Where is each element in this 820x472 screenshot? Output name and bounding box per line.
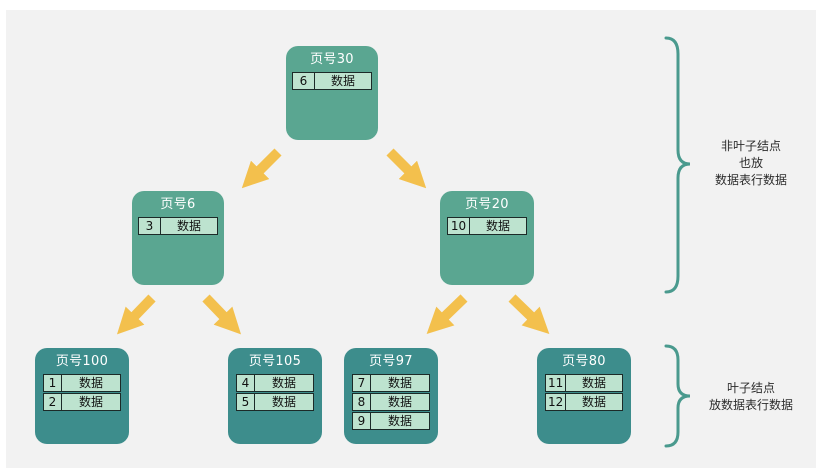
record-value: 数据 (271, 376, 296, 390)
node-title: 页号20 (465, 197, 509, 212)
nonleaf-label: 非叶子结点 也放 数据表行数据 (696, 138, 806, 189)
record-value: 数据 (387, 414, 412, 428)
arrow-mid-right-to-leaf-97 (426, 294, 468, 335)
leaf-bracket (664, 344, 691, 448)
record-key: 3 (139, 218, 161, 234)
leaf-label-line: 放数据表行数据 (708, 398, 793, 412)
record-value: 数据 (387, 376, 412, 390)
node-page-105: 页号105 4 数据 5 数据 (228, 348, 322, 444)
node-title: 页号105 (248, 354, 302, 369)
node-page-30: 页号30 6 数据 (286, 46, 378, 140)
record-row: 7 数据 (352, 374, 430, 392)
record-row: 1 数据 (43, 374, 121, 392)
record-key: 11 (546, 375, 566, 391)
record-row: 4 数据 (236, 374, 314, 392)
node-title: 页号30 (310, 52, 354, 67)
record-row: 5 数据 (236, 393, 314, 411)
record-value: 数据 (78, 395, 103, 409)
node-title: 页号6 (160, 197, 196, 212)
node-page-6: 页号6 3 数据 (132, 191, 224, 285)
arrow-mid-left-to-leaf-100 (116, 294, 156, 335)
record-key: 6 (293, 73, 315, 89)
arrow-root-to-mid-left (241, 148, 282, 189)
record-key: 1 (44, 375, 62, 391)
record-value: 数据 (485, 219, 510, 233)
record-key: 9 (353, 413, 371, 429)
node-title: 页号100 (55, 354, 109, 369)
record-value: 数据 (581, 376, 606, 390)
arrow-mid-left-to-leaf-105 (202, 294, 242, 335)
record-key: 4 (237, 375, 255, 391)
record-value: 数据 (581, 395, 606, 409)
record-row: 3 数据 (138, 217, 218, 235)
node-page-20: 页号20 10 数据 (440, 191, 534, 285)
record-key: 7 (353, 375, 371, 391)
leaf-label-line: 叶子结点 (726, 381, 775, 395)
node-title: 页号97 (369, 354, 413, 369)
record-key: 5 (237, 394, 255, 410)
record-row: 9 数据 (352, 412, 430, 430)
record-row: 6 数据 (292, 72, 372, 90)
nonleaf-label-line: 也放 (738, 156, 763, 170)
leaf-label: 叶子结点 放数据表行数据 (696, 380, 806, 414)
record-key: 8 (353, 394, 371, 410)
record-value: 数据 (78, 376, 103, 390)
record-value: 数据 (330, 74, 355, 88)
record-key: 2 (44, 394, 62, 410)
record-row: 8 数据 (352, 393, 430, 411)
nonleaf-label-line: 数据表行数据 (714, 173, 787, 187)
node-page-80: 页号80 11 数据 12 数据 (537, 348, 631, 444)
nonleaf-label-line: 非叶子结点 (720, 139, 781, 153)
record-row: 10 数据 (447, 217, 527, 235)
record-value: 数据 (387, 395, 412, 409)
node-page-100: 页号100 1 数据 2 数据 (35, 348, 129, 444)
record-key: 12 (546, 394, 566, 410)
record-value: 数据 (271, 395, 296, 409)
nonleaf-bracket (664, 36, 691, 294)
node-page-97: 页号97 7 数据 8 数据 9 数据 (344, 348, 438, 444)
record-row: 11 数据 (545, 374, 623, 392)
record-row: 12 数据 (545, 393, 623, 411)
node-title: 页号80 (562, 354, 606, 369)
arrow-mid-right-to-leaf-80 (508, 294, 550, 335)
record-value: 数据 (176, 219, 201, 233)
arrow-root-to-mid-right (386, 148, 427, 189)
record-row: 2 数据 (43, 393, 121, 411)
record-key: 10 (448, 218, 470, 234)
